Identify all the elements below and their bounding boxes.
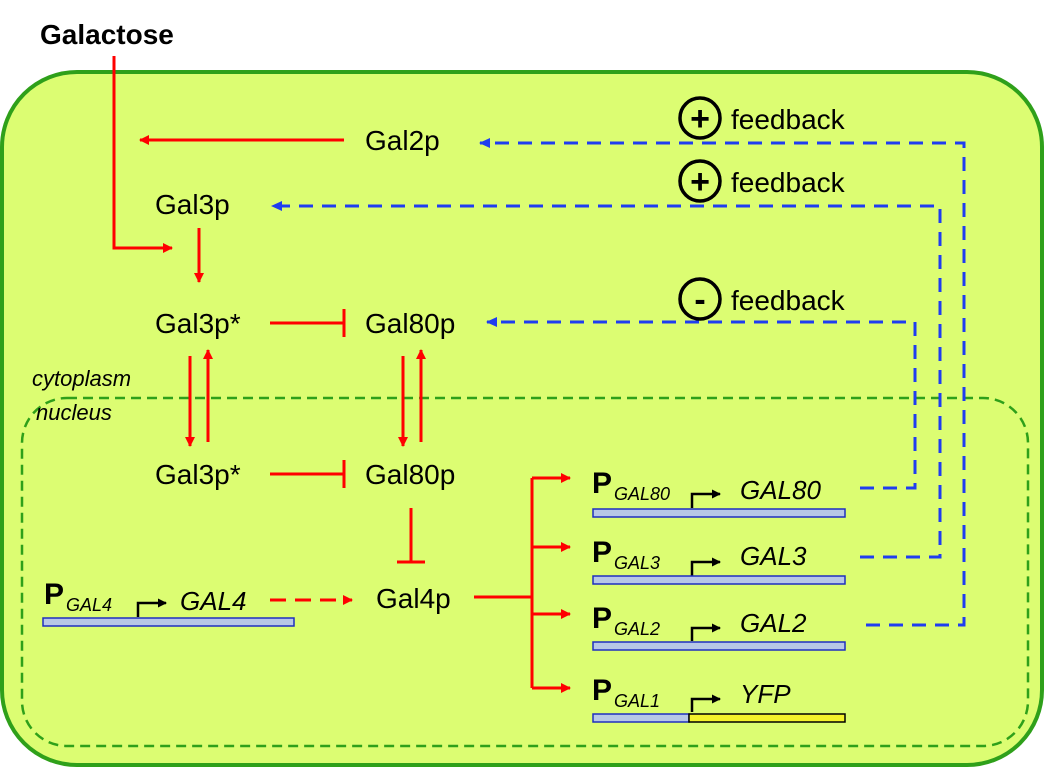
gene-name-gal4: GAL4: [180, 586, 247, 616]
gal3p-active-nucleus-label: Gal3p*: [155, 459, 241, 490]
feedback-sign: +: [690, 163, 710, 201]
dna-bar-gal80: [592, 508, 846, 518]
gene-name-gal3: GAL3: [740, 541, 807, 571]
gene-gal80: P GAL80 GAL80: [592, 467, 846, 518]
promoter-p-gal80: P: [592, 467, 612, 500]
promoter-sub-gal4: GAL4: [66, 595, 112, 615]
cell-membrane: [0, 70, 1044, 767]
gene-gal2: P GAL2 GAL2: [592, 602, 846, 651]
feedback-line-gal80: [486, 317, 917, 490]
tss-arrow-icon: [690, 623, 721, 641]
cytoplasm-label: cytoplasm: [32, 366, 131, 391]
gal3p-active-cytoplasm-label: Gal3p*: [155, 308, 241, 339]
promoter-sub-gal2: GAL2: [614, 619, 660, 639]
positive-sign-icon: [678, 159, 722, 203]
promoter-sub-gal80: GAL80: [614, 484, 670, 504]
gal3p-label: Gal3p: [155, 189, 230, 220]
dna-bar-yfp: [688, 713, 846, 723]
gal80p-nucleus-label: Gal80p: [365, 459, 455, 490]
nucleus-membrane: [20, 396, 1030, 748]
gene-yfp-reporter: P GAL1 YFP: [592, 674, 846, 723]
promoter-p-gal2: P: [592, 602, 612, 635]
feedback-text: feedback: [731, 285, 846, 316]
feedback-sign: +: [690, 100, 710, 138]
promoter-sub-gal1: GAL1: [614, 691, 660, 711]
dna-bar-gal2: [592, 641, 846, 651]
gene-name-yfp: YFP: [740, 679, 791, 709]
gene-gal3: P GAL3 GAL3: [592, 536, 846, 585]
feedback-sign: -: [694, 281, 705, 319]
gal4p-activation-branch: [474, 473, 571, 693]
positive-sign-icon: [678, 96, 722, 140]
negative-sign-icon: [678, 277, 722, 321]
feedback-label-gal3: + feedback: [678, 159, 846, 203]
gene-name-gal80: GAL80: [740, 475, 821, 505]
gene-gal4: P GAL4 GAL4: [42, 578, 295, 627]
dna-bar-promoter-gal1: [592, 713, 690, 723]
promoter-p-gal1: P: [592, 674, 612, 707]
tss-arrow-icon: [690, 489, 721, 508]
feedback-label-gal2: + feedback: [678, 96, 846, 140]
nucleus-label: nucleus: [36, 400, 112, 425]
tss-arrow-icon: [690, 557, 721, 576]
feedback-line-gal3: [271, 201, 942, 559]
dna-bar-gal3: [592, 575, 846, 585]
gal2p-label: Gal2p: [365, 125, 440, 156]
tss-arrow-icon: [136, 598, 167, 617]
feedback-line-gal2: [479, 138, 966, 627]
gal4p-label: Gal4p: [376, 583, 451, 614]
tss-arrow-icon: [690, 694, 721, 712]
promoter-p-gal3: P: [592, 536, 612, 569]
galactose-input-line: [112, 56, 173, 253]
feedback-text: feedback: [731, 167, 846, 198]
gal80p-cytoplasm-label: Gal80p: [365, 308, 455, 339]
promoter-sub-gal3: GAL3: [614, 553, 660, 573]
promoter-p-gal4: P: [44, 578, 64, 611]
feedback-text: feedback: [731, 104, 846, 135]
galactose-label: Galactose: [40, 19, 174, 50]
feedback-label-gal80: - feedback: [678, 277, 846, 321]
gene-name-gal2: GAL2: [740, 608, 807, 638]
dna-bar-gal4: [42, 617, 295, 627]
